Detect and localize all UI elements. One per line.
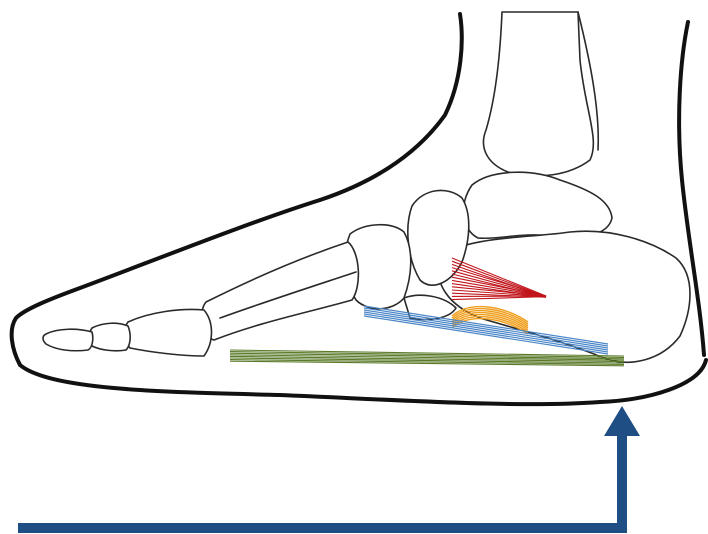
green-ligament — [230, 350, 624, 366]
arrow-shaft — [18, 432, 622, 528]
arrow-up-icon — [604, 406, 640, 436]
middle-phalanx-bone — [89, 323, 130, 351]
proximal-phalanx-bone — [124, 310, 212, 357]
tibia-bone — [483, 12, 593, 176]
distal-phalanx-bone — [43, 329, 93, 351]
talus-bone — [463, 172, 612, 238]
metatarsal-bone — [201, 242, 358, 340]
